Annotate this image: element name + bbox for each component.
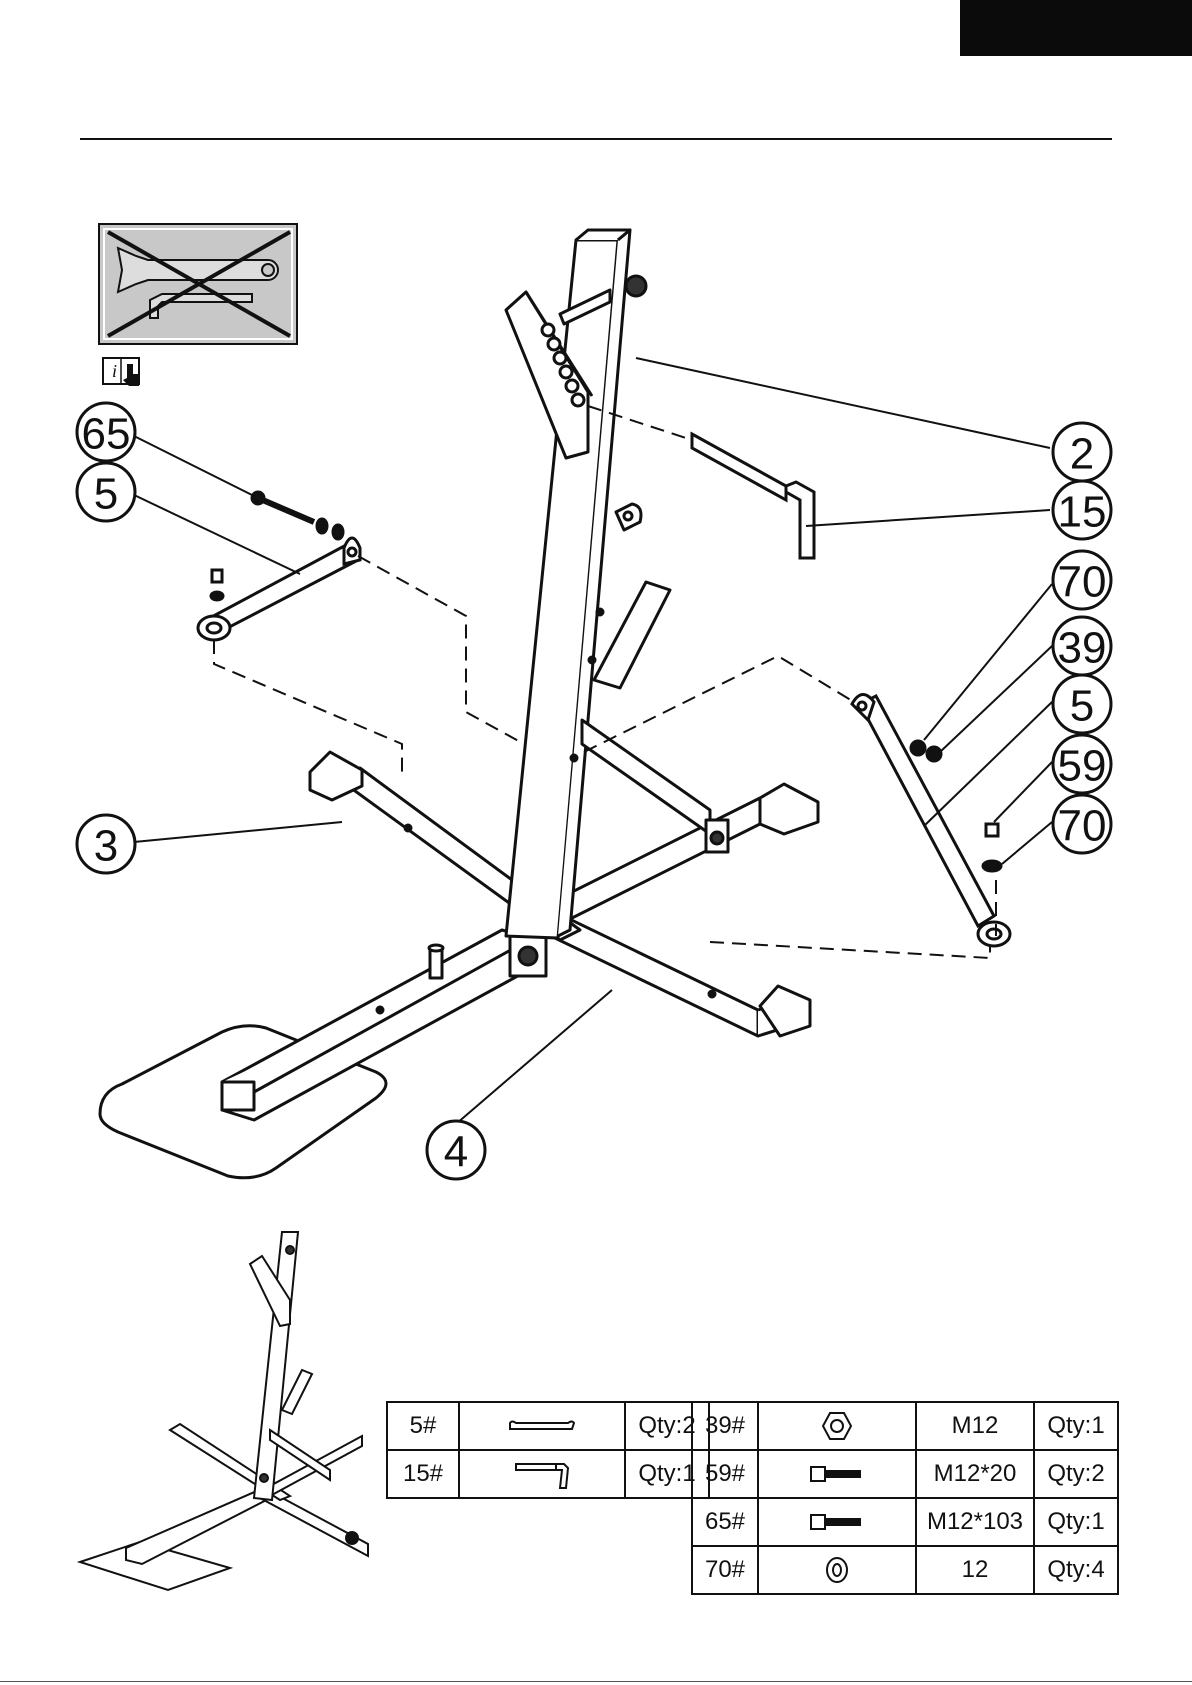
part-size: 12 <box>916 1546 1034 1594</box>
callout-59: 59 <box>1053 735 1111 793</box>
svg-text:2: 2 <box>1070 430 1094 479</box>
callout-5-left: 5 <box>77 463 135 521</box>
table-row: 15# Qty:1 <box>387 1450 709 1498</box>
svg-text:70: 70 <box>1058 558 1107 607</box>
no-tools-icon <box>99 224 297 344</box>
callout-39: 39 <box>1053 617 1111 675</box>
parts-table-right: 39# M12 Qty:1 59# M12*20 Qty:2 65# M12*1… <box>691 1401 1119 1595</box>
svg-text:65: 65 <box>82 410 131 459</box>
callout-65: 65 <box>77 403 135 461</box>
svg-text:70: 70 <box>1058 802 1107 851</box>
part-id: 70# <box>692 1546 758 1594</box>
pull-pin-icon <box>459 1450 625 1498</box>
svg-text:5: 5 <box>94 470 118 519</box>
bolt-icon <box>758 1450 916 1498</box>
part-size: M12*103 <box>916 1498 1034 1546</box>
callout-15: 15 <box>1053 481 1111 539</box>
assembled-preview <box>80 1232 368 1590</box>
table-row: 65# M12*103 Qty:1 <box>692 1498 1118 1546</box>
part-size: M12 <box>916 1402 1034 1450</box>
bolt-icon <box>758 1498 916 1546</box>
part-qty: Qty:1 <box>1034 1402 1118 1450</box>
part-qty: Qty:2 <box>1034 1450 1118 1498</box>
read-manual-icon: i <box>103 358 139 386</box>
washer-icon <box>758 1546 916 1594</box>
part-65-bolt <box>252 492 343 539</box>
table-row: 5# Qty:2 <box>387 1402 709 1450</box>
callout-2: 2 <box>1053 423 1111 481</box>
part-id: 39# <box>692 1402 758 1450</box>
parts-table-left: 5# Qty:2 15# Qty:1 <box>386 1401 710 1499</box>
svg-text:i: i <box>112 361 117 381</box>
stand-frame <box>100 230 818 1178</box>
svg-text:59: 59 <box>1058 742 1107 791</box>
part-5-bar-left <box>198 538 360 640</box>
table-row: 70# 12 Qty:4 <box>692 1546 1118 1594</box>
svg-text:15: 15 <box>1058 488 1107 537</box>
part-id: 5# <box>387 1402 459 1450</box>
callout-70-bottom: 70 <box>1053 795 1111 853</box>
table-row: 59# M12*20 Qty:2 <box>692 1450 1118 1498</box>
part-id: 65# <box>692 1498 758 1546</box>
part-id: 15# <box>387 1450 459 1498</box>
part-qty: Qty:1 <box>1034 1498 1118 1546</box>
callout-70-top: 70 <box>1053 551 1111 609</box>
svg-text:4: 4 <box>444 1128 468 1177</box>
callout-3: 3 <box>77 815 135 873</box>
svg-text:5: 5 <box>1070 682 1094 731</box>
flat-bar-icon <box>459 1402 625 1450</box>
svg-text:39: 39 <box>1058 624 1107 673</box>
callout-4: 4 <box>427 1121 485 1179</box>
table-row: 39# M12 Qty:1 <box>692 1402 1118 1450</box>
part-15-pull-pin <box>692 434 814 558</box>
callout-5-right: 5 <box>1053 675 1111 733</box>
nut-icon <box>758 1402 916 1450</box>
part-qty: Qty:4 <box>1034 1546 1118 1594</box>
footer-rule <box>0 1681 1192 1682</box>
part-id: 59# <box>692 1450 758 1498</box>
part-size: M12*20 <box>916 1450 1034 1498</box>
svg-text:3: 3 <box>94 822 118 871</box>
